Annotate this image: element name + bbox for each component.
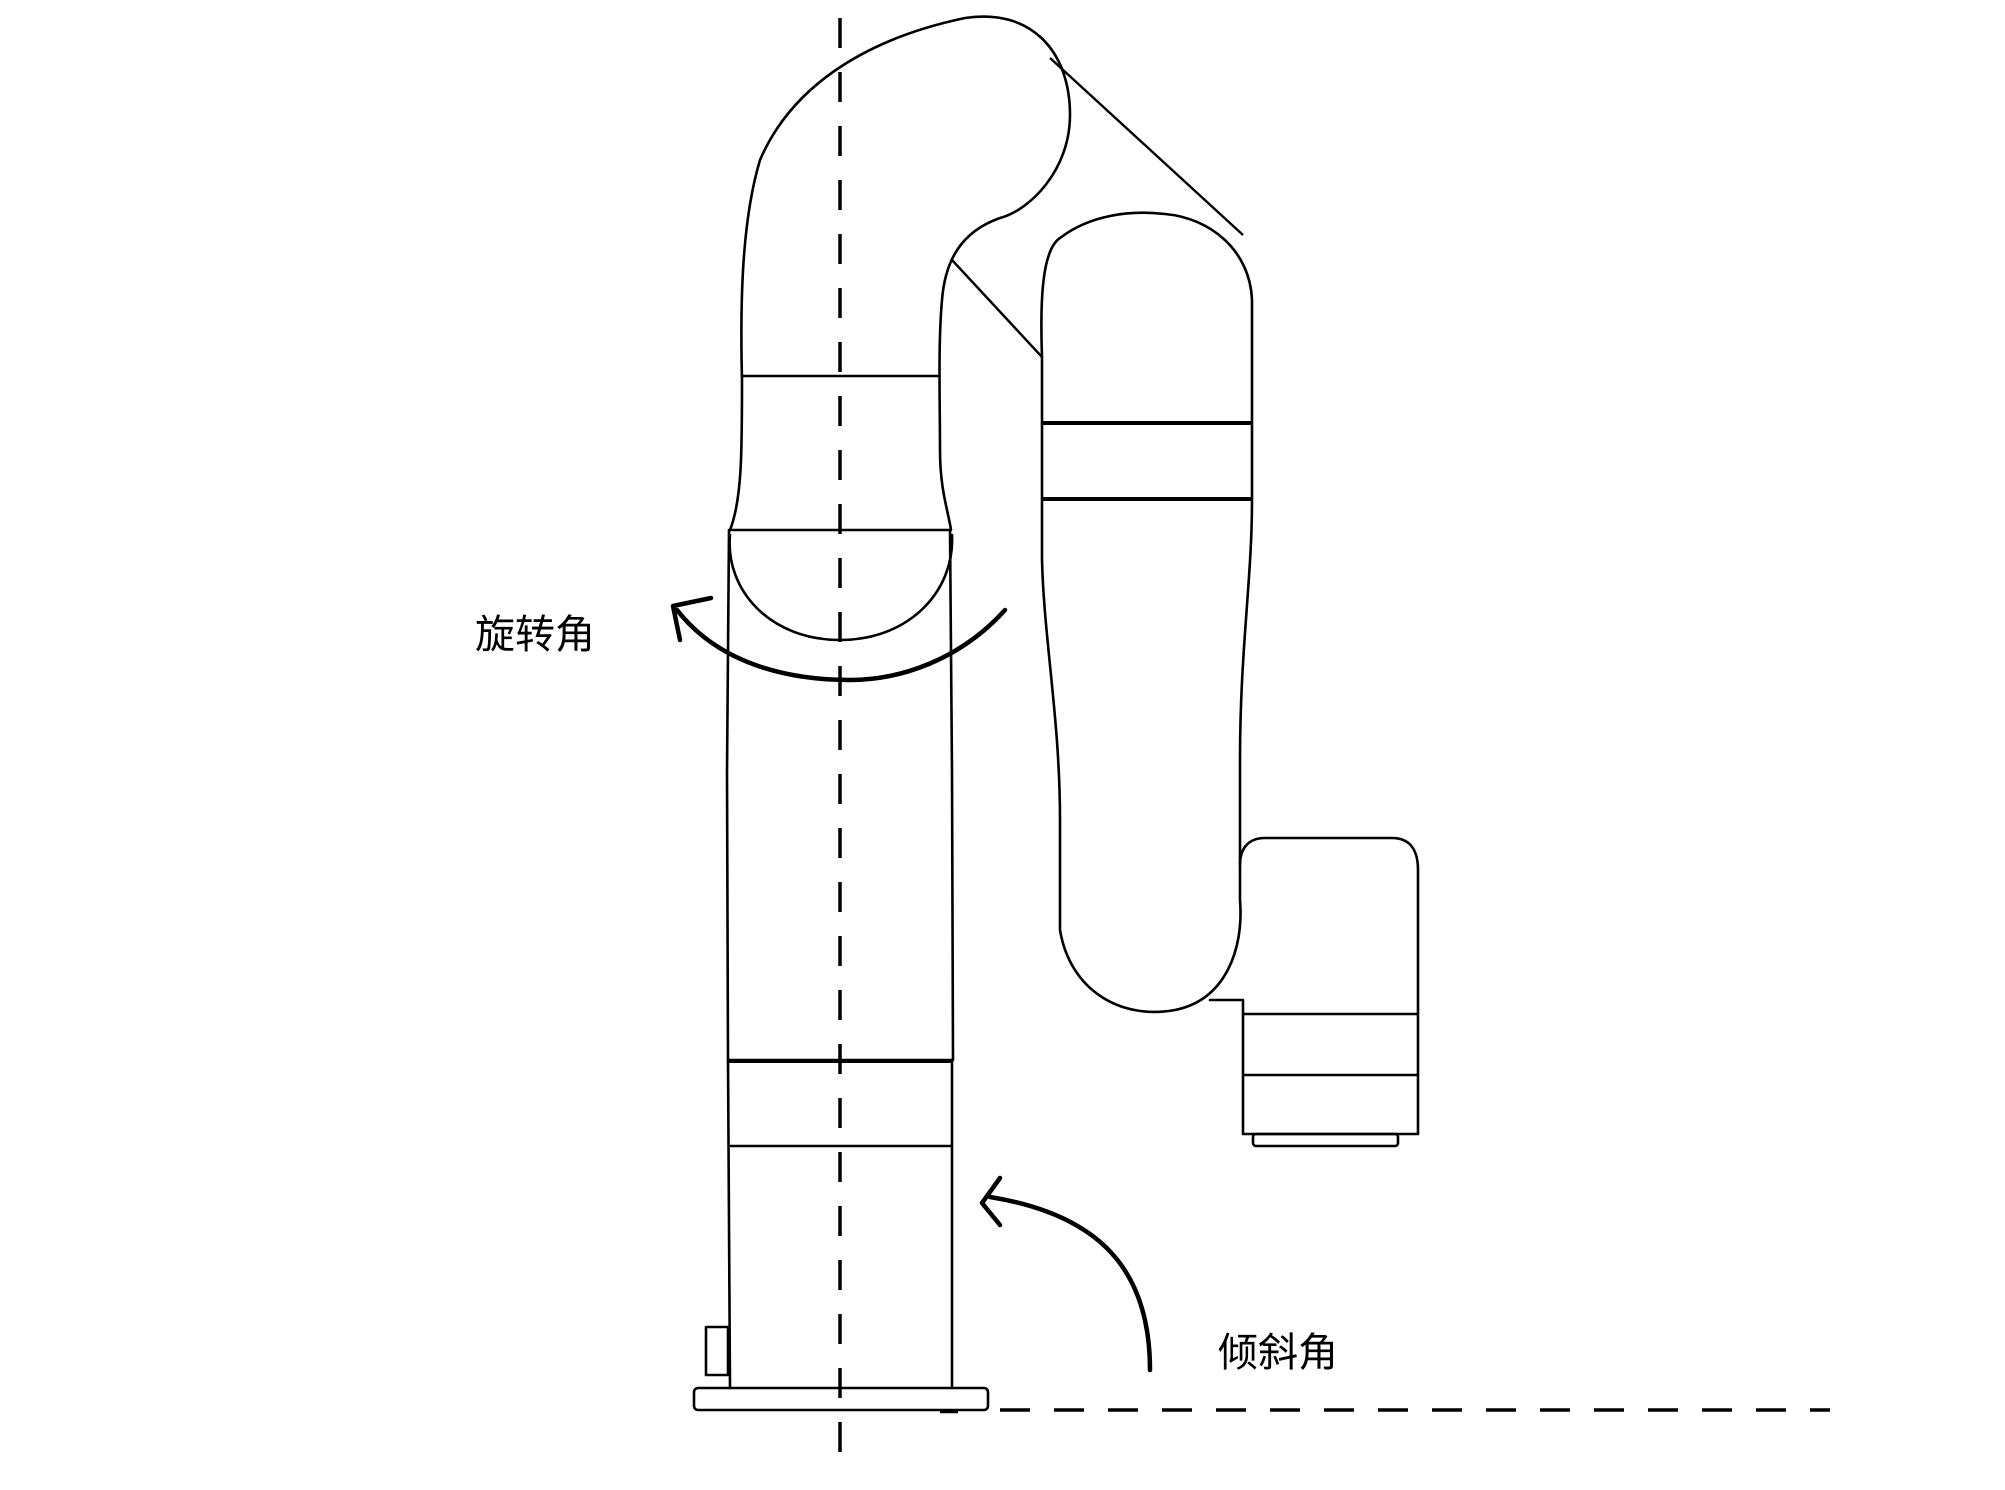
tool-flange (1251, 1132, 1400, 1148)
rotation-arrow-curve (674, 607, 1008, 683)
wrist-module (1208, 836, 1420, 1136)
elbow-edge-bottom (951, 259, 1043, 358)
forearm-segment (1040, 211, 1254, 1014)
elbow-edge-top (1049, 57, 1244, 236)
first-link (728, 15, 1072, 532)
tilt-angle-label: 倾斜角 (1218, 1330, 1338, 1376)
base-connector (704, 1325, 730, 1377)
tilt-arrowhead (979, 1175, 1003, 1228)
base-plate (692, 1386, 990, 1412)
rotation-arrowhead (670, 595, 714, 643)
upper-arm-segment (725, 528, 955, 1062)
tilt-arrow-curve (987, 1194, 1153, 1373)
joint-cap-lower (728, 533, 954, 642)
rotation-angle-label: 旋转角 (475, 612, 595, 658)
